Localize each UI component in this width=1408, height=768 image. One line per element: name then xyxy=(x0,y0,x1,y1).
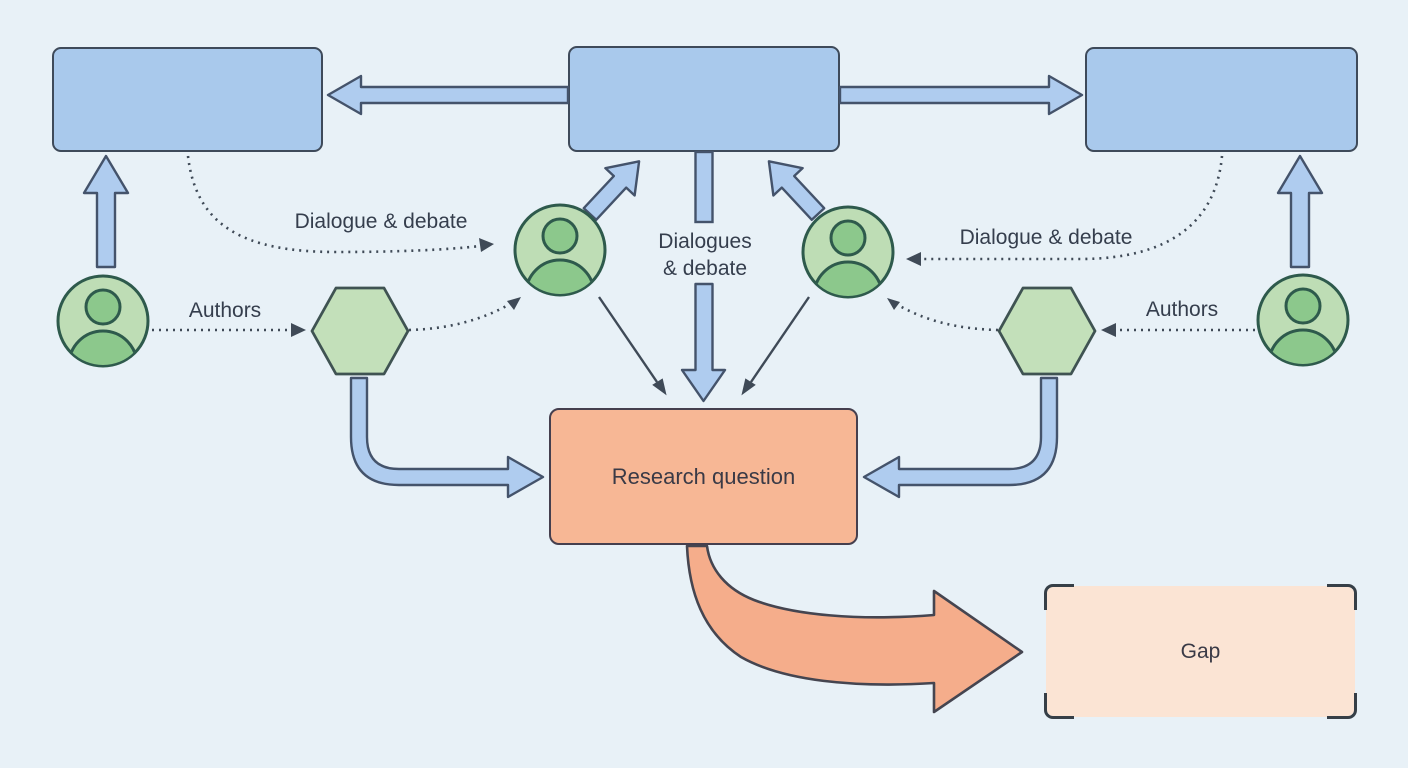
thin-arrow-left xyxy=(598,296,667,396)
gap-box-fill: Gap xyxy=(1046,586,1355,717)
down-arrow-center xyxy=(680,150,727,403)
gap-corner-bracket xyxy=(1044,693,1074,719)
elbow-arrow-right xyxy=(862,376,1059,499)
dotted-hexagon-left-to-reviewer xyxy=(408,302,511,332)
hexagon-icon xyxy=(310,286,410,376)
gap-box: Gap xyxy=(1044,584,1357,719)
thin-arrow-right xyxy=(741,296,810,396)
gap-corner-bracket xyxy=(1327,693,1357,719)
person-icon xyxy=(1258,275,1348,398)
research-question-box: Research question xyxy=(549,408,858,545)
gap-label: Gap xyxy=(1180,639,1221,663)
hexagon-icon xyxy=(997,286,1097,376)
gap-corner-bracket xyxy=(1044,584,1074,610)
dotted-arrowheads xyxy=(291,238,1116,337)
dialogue-debate-label-right: Dialogue & debate xyxy=(959,226,1133,249)
up-arrow-right xyxy=(1276,154,1324,269)
dotted-hexagon-right-to-reviewer xyxy=(897,303,999,332)
elbow-arrow-left xyxy=(349,376,545,499)
research-question-label: Research question xyxy=(611,463,796,489)
up-arrow-left xyxy=(82,154,130,269)
dotted-left-box-to-reviewer xyxy=(186,155,481,254)
dialogues-line2: & debate xyxy=(662,257,748,280)
arrow-center-to-right-box xyxy=(838,74,1084,116)
top-left-box xyxy=(52,47,323,152)
top-center-box xyxy=(568,46,840,152)
dialogues-line1: Dialogues xyxy=(658,230,752,253)
gap-corner-bracket xyxy=(1327,584,1357,610)
dialogues-debate-label-center: Dialogues & debate xyxy=(658,228,751,282)
person-icon xyxy=(515,205,605,328)
authors-label-left: Authors xyxy=(188,299,262,322)
swoosh-arrow-to-gap xyxy=(685,544,1024,714)
top-right-box xyxy=(1085,47,1358,152)
person-icon xyxy=(803,207,893,330)
dialogue-debate-label-left: Dialogue & debate xyxy=(294,210,468,233)
arrow-center-to-left-box xyxy=(326,74,570,116)
dotted-connectors xyxy=(152,155,1255,332)
authors-label-right: Authors xyxy=(1145,298,1219,321)
person-icon xyxy=(58,276,148,399)
